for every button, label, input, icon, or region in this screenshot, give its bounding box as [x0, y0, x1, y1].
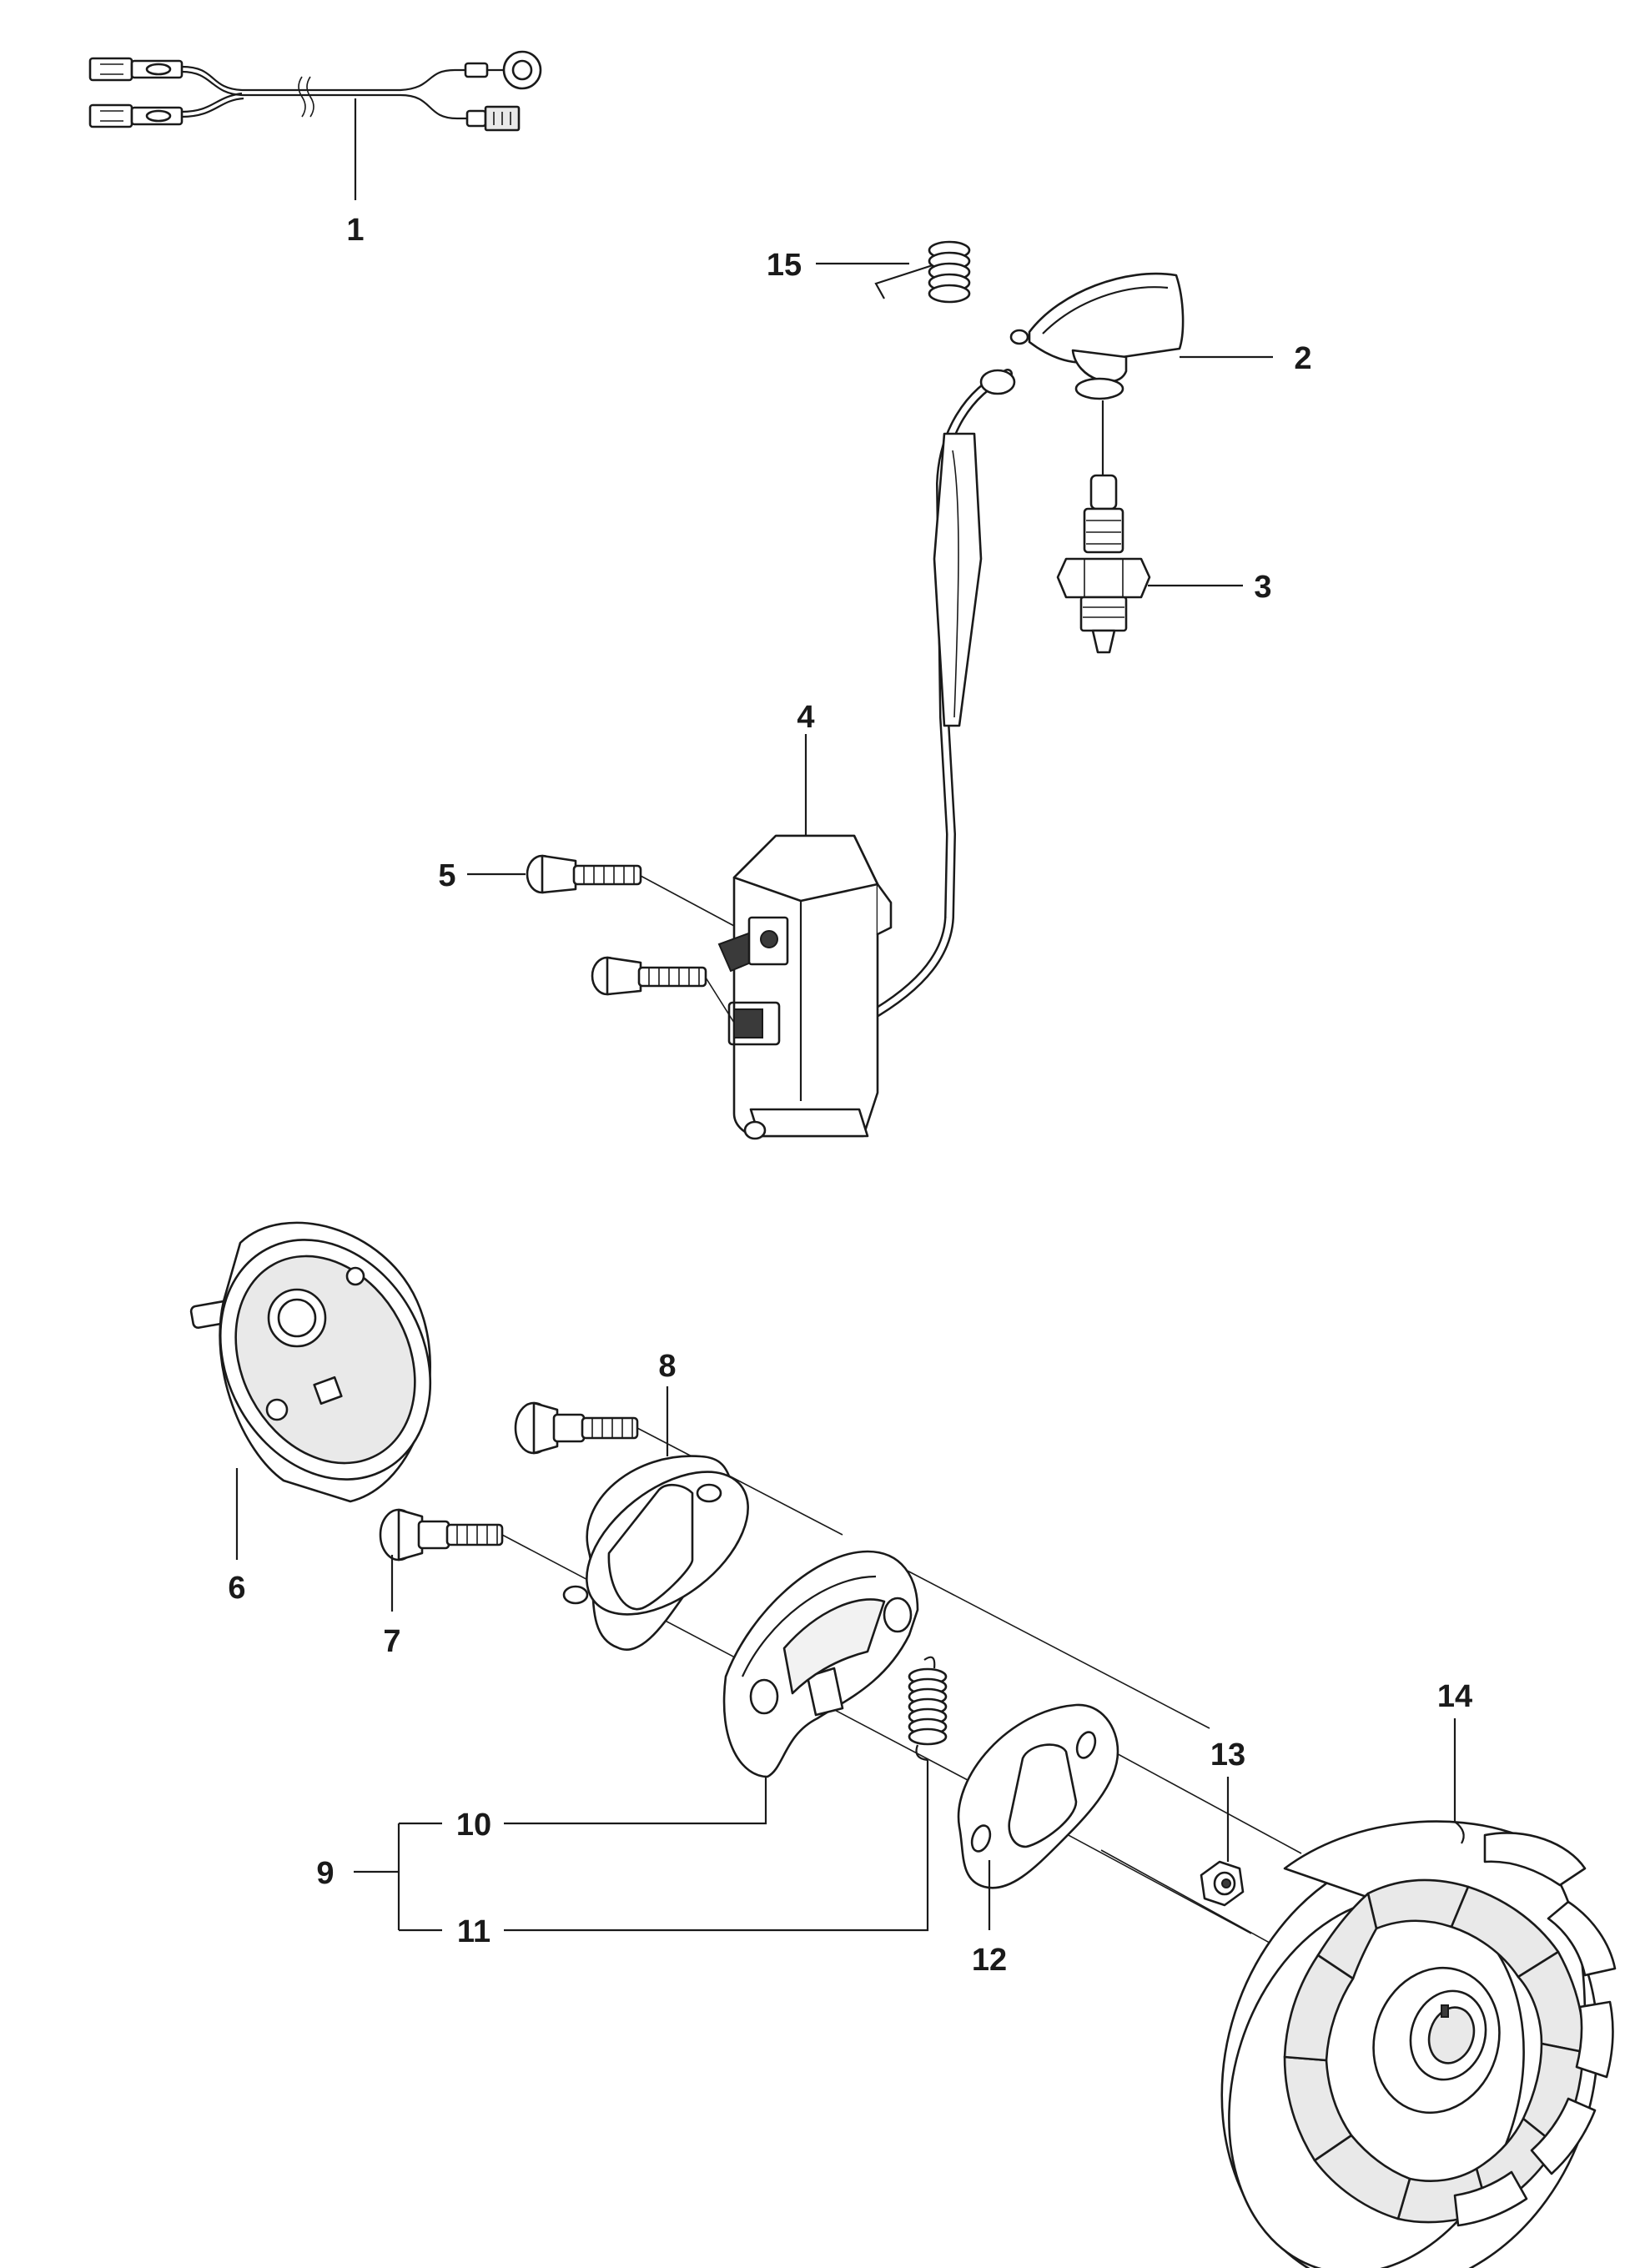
- clutch-shoe-icon: [722, 1550, 919, 1778]
- callout-13: 13: [1210, 1737, 1245, 1773]
- callout-10: 10: [456, 1808, 491, 1843]
- washer-plate-icon: [957, 1703, 1119, 1889]
- nut-icon: [1200, 1860, 1245, 1907]
- spark-plug-cap-icon: [1009, 272, 1185, 400]
- callout-3: 3: [1254, 570, 1271, 605]
- spark-plug-icon: [1056, 474, 1151, 654]
- torsion-spring-icon: [874, 240, 971, 304]
- shoulder-screw-icon: [379, 1401, 639, 1561]
- wiring-harness-icon: [88, 50, 542, 132]
- callout-11: 11: [457, 1914, 490, 1949]
- callout-8: 8: [658, 1349, 676, 1384]
- flywheel-icon: [1220, 1820, 1617, 2268]
- callout-1: 1: [346, 213, 364, 248]
- callout-2: 2: [1294, 341, 1311, 376]
- callout-12: 12: [972, 1943, 1007, 1978]
- clutch-drum-icon: [189, 1221, 432, 1503]
- washer-plate-icon: [562, 1455, 749, 1651]
- callout-9: 9: [316, 1856, 334, 1891]
- callout-4: 4: [797, 700, 814, 735]
- ignition-module-icon: [717, 369, 1016, 1140]
- callout-6: 6: [228, 1571, 245, 1606]
- callout-7: 7: [383, 1624, 400, 1659]
- callout-14: 14: [1437, 1679, 1472, 1714]
- callout-5: 5: [438, 858, 455, 893]
- screw-icon: [526, 854, 707, 996]
- clutch-spring-icon: [908, 1656, 948, 1762]
- callout-15: 15: [767, 248, 802, 283]
